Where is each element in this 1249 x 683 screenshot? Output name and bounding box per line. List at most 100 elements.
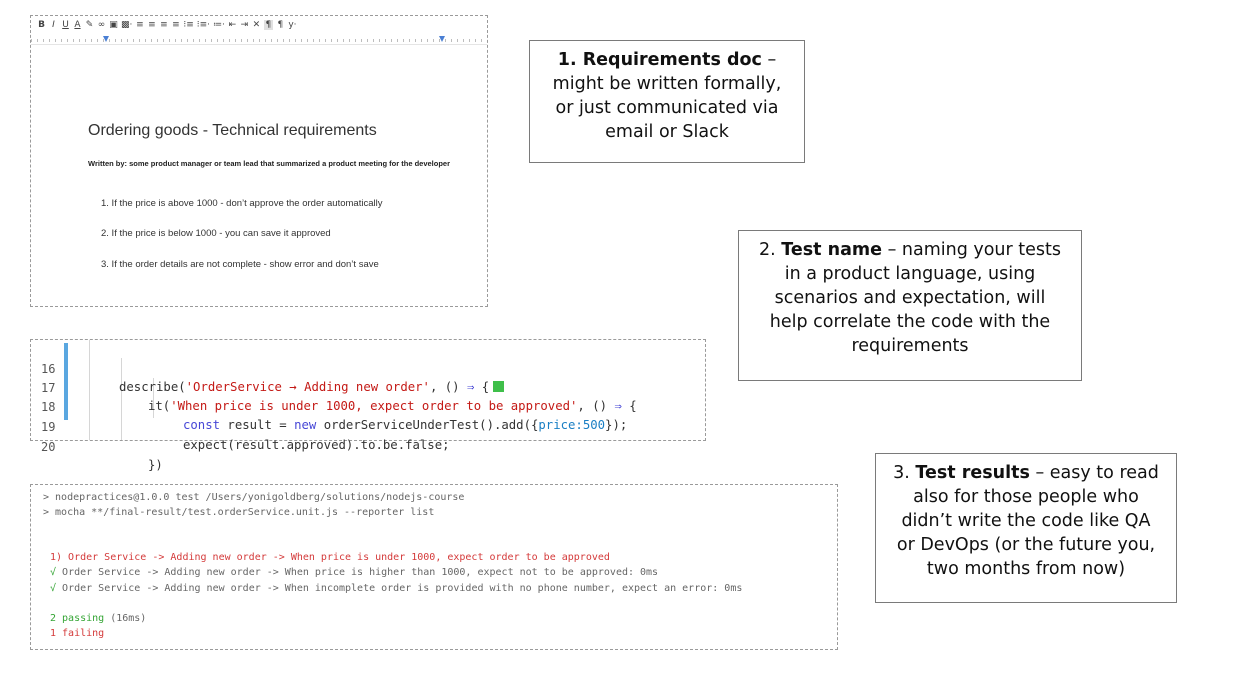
- bulleted-list-icon[interactable]: ≔·: [213, 20, 225, 30]
- code-token: result =: [220, 418, 295, 432]
- line-number: 20: [41, 440, 56, 454]
- callout-title: Test name: [781, 240, 882, 260]
- doc-toolbar: B I U A ✎ ∞ ▣ ▩· ≡ ≡ ≡ ≡ ⁝≡ ⁝≡· ≔· ⇤ ⇥ ✕…: [31, 16, 487, 34]
- ltr-paragraph-icon[interactable]: ¶: [263, 20, 273, 30]
- passing-test-line: √ Order Service -> Adding new order -> W…: [50, 583, 742, 594]
- color-swatch-icon: [493, 381, 505, 392]
- check-icon: √: [50, 583, 57, 594]
- callout-text: two months from now): [926, 559, 1126, 579]
- callout-text: or just communicated via: [555, 98, 779, 118]
- code-token: {: [621, 399, 637, 413]
- comment-icon[interactable]: ▣: [109, 20, 118, 30]
- passing-summary: 2 passing (16ms): [50, 613, 146, 624]
- line-spacing-icon[interactable]: ⁝≡: [183, 20, 194, 30]
- callout-test-results: 3. Test results – easy to read also for …: [844, 453, 1177, 603]
- mocha-command-line: > mocha **/final-result/test.orderServic…: [43, 507, 435, 518]
- code-line-16: 16 describe('OrderService → Adding new o…: [31, 342, 705, 394]
- doc-author-note: Written by: some product manager or team…: [88, 159, 451, 168]
- const-keyword: const: [183, 418, 221, 432]
- callout-text: help correlate the code with the: [769, 312, 1051, 332]
- clear-formatting-icon[interactable]: ✕: [252, 20, 261, 30]
- callout-text: didn’t write the code like QA: [901, 511, 1151, 531]
- callout-text: might be written formally,: [552, 74, 782, 94]
- code-token: });: [605, 418, 628, 432]
- line-number: 19: [41, 420, 56, 434]
- requirement-item-3: 3. If the order details are not complete…: [101, 259, 379, 270]
- align-justify-icon[interactable]: ≡: [172, 20, 180, 30]
- requirements-doc-screenshot: B I U A ✎ ∞ ▣ ▩· ≡ ≡ ≡ ≡ ⁝≡ ⁝≡· ≔· ⇤ ⇥ ✕…: [30, 15, 488, 307]
- input-tools-icon[interactable]: y·: [288, 20, 297, 30]
- callout-text: also for those people who: [913, 487, 1139, 507]
- rtl-paragraph-icon[interactable]: ¶: [277, 20, 284, 30]
- callout-title: 1. Requirements doc: [557, 50, 762, 70]
- callout-text: – easy to read: [1029, 463, 1159, 483]
- line-number: 18: [41, 400, 56, 414]
- closing-brace: }): [148, 458, 163, 472]
- describe-call: describe(: [119, 380, 186, 394]
- requirement-item-1: 1. If the price is above 1000 - don’t ap…: [101, 198, 383, 209]
- code-token: , (): [577, 399, 615, 413]
- npm-command-line: > nodepractices@1.0.0 test /Users/yonigo…: [43, 492, 465, 503]
- callout-title: Test results: [915, 463, 1030, 483]
- check-icon: √: [50, 567, 57, 578]
- line-number: 16: [41, 362, 56, 376]
- callout-text: in a product language, using: [784, 264, 1036, 284]
- numbered-list-icon[interactable]: ⁝≡·: [196, 20, 211, 30]
- code-token: orderServiceUnderTest().add({: [316, 418, 539, 432]
- it-call: it(: [148, 399, 171, 413]
- code-line-18: 18 const result = new orderServiceUnderT…: [31, 380, 705, 432]
- code-token: {: [474, 380, 490, 394]
- callout-text: 3.: [893, 463, 916, 483]
- arrow-token: ⇒: [614, 399, 622, 413]
- code-token: , (): [429, 380, 467, 394]
- failing-test-line: 1) Order Service -> Adding new order -> …: [50, 552, 610, 563]
- link-icon[interactable]: ∞: [97, 20, 106, 30]
- callout-text: or DevOps (or the future you,: [896, 535, 1156, 555]
- increase-indent-icon[interactable]: ⇥: [240, 20, 249, 30]
- doc-title: Ordering goods - Technical requirements: [88, 122, 377, 139]
- price-value: 500: [582, 418, 606, 432]
- indent-guide: [121, 358, 122, 440]
- arrow-token: ⇒: [466, 380, 475, 394]
- decrease-indent-icon[interactable]: ⇤: [228, 20, 237, 30]
- align-center-icon[interactable]: ≡: [148, 20, 156, 30]
- align-right-icon[interactable]: ≡: [160, 20, 168, 30]
- text-color-icon[interactable]: A: [74, 20, 81, 30]
- underline-icon[interactable]: U: [62, 20, 69, 30]
- right-indent-marker[interactable]: [439, 36, 445, 42]
- align-left-icon[interactable]: ≡: [136, 20, 144, 30]
- failing-summary: 1 failing: [50, 628, 105, 639]
- doc-ruler[interactable]: [31, 35, 487, 45]
- callout-text: – naming your tests: [882, 240, 1061, 260]
- callout-text: –: [761, 50, 777, 70]
- image-icon[interactable]: ▩·: [121, 20, 133, 30]
- code-editor-snippet: 16 describe('OrderService → Adding new o…: [30, 339, 706, 472]
- new-keyword: new: [294, 418, 317, 432]
- code-token: price:: [538, 418, 583, 432]
- callout-text: scenarios and expectation, will: [774, 288, 1046, 308]
- indent-guide: [153, 378, 154, 418]
- test-results-terminal: > nodepractices@1.0.0 test /Users/yonigo…: [30, 484, 838, 650]
- expect-statement: expect(result.approved).to.be.false;: [183, 438, 450, 452]
- italic-icon[interactable]: I: [52, 20, 55, 30]
- passing-test-line: √ Order Service -> Adding new order -> W…: [50, 567, 658, 578]
- callout-text: 2.: [759, 240, 782, 260]
- requirement-item-2: 2. If the price is below 1000 - you can …: [101, 228, 331, 239]
- highlight-icon[interactable]: ✎: [85, 20, 94, 30]
- passing-test-text: Order Service -> Adding new order -> Whe…: [56, 567, 659, 578]
- modified-lines-marker: [64, 343, 68, 420]
- line-number: 17: [41, 381, 56, 395]
- passing-duration: (16ms): [104, 613, 147, 624]
- bold-icon[interactable]: B: [38, 20, 45, 30]
- test-name: 'When price is under 1000, expect order …: [170, 399, 578, 413]
- left-indent-marker[interactable]: [103, 36, 109, 42]
- code-line-17: 17 it('When price is under 1000, expect …: [31, 361, 705, 413]
- code-line-19: 19 expect(result.approved).to.be.false;: [31, 400, 705, 452]
- callout-text: email or Slack: [605, 122, 729, 142]
- passing-test-text: Order Service -> Adding new order -> Whe…: [56, 583, 743, 594]
- callout-requirements-doc: 1. Requirements doc – might be written f…: [501, 40, 805, 163]
- code-line-20: 20 }): [31, 420, 705, 472]
- indent-guide: [89, 340, 90, 440]
- callout-test-name: 2. Test name – naming your tests in a pr…: [709, 230, 1082, 381]
- passing-count: 2 passing: [50, 613, 105, 624]
